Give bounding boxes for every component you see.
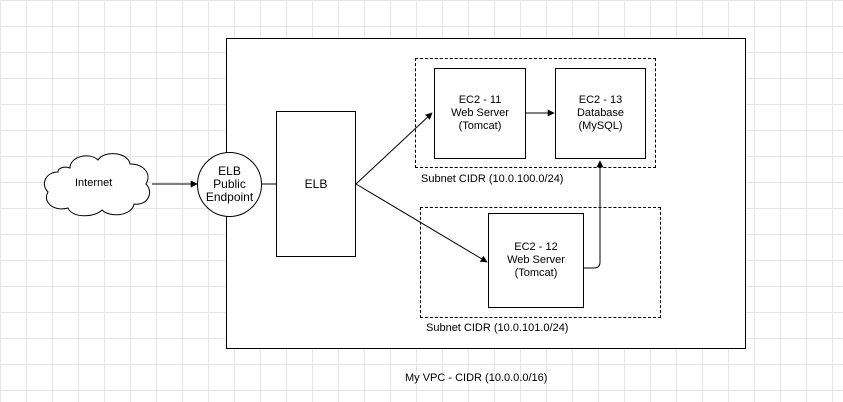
elb-endpoint-line3: Endpoint (205, 190, 254, 204)
ec2-12-line3: (Tomcat) (514, 267, 558, 279)
subnet-101-label: Subnet CIDR (10.0.101.0/24) (426, 322, 569, 334)
elb-label: ELB (304, 176, 328, 191)
ec2-11-line3: (Tomcat) (458, 120, 502, 132)
ec2-12-line2: Web Server (507, 254, 565, 266)
ec2-13-line2: Database (576, 107, 625, 119)
elb-box: ELB (276, 111, 356, 257)
ec2-13-node: EC2 - 13 Database (MySQL) (555, 68, 646, 159)
arrow-elb-to-ec2-11 (355, 112, 433, 185)
internet-cloud-icon (43, 153, 150, 217)
ec2-11-line2: Web Server (451, 107, 509, 119)
ec2-13-line3: (MySQL) (578, 120, 623, 132)
subnet-101-boundary (420, 207, 661, 318)
ec2-11-line1: EC2 - 11 (458, 94, 502, 106)
internet-label: Internet (75, 177, 113, 189)
arrow-ec2-12-to-ec2-13 (583, 160, 604, 269)
elb-endpoint-line2: Public (213, 177, 246, 191)
ec2-12-line1: EC2 - 12 (514, 241, 558, 253)
vpc-label: My VPC - CIDR (10.0.0.0/16) (405, 372, 548, 384)
ec2-12-node: EC2 - 12 Web Server (Tomcat) (488, 213, 584, 308)
ec2-13-line1: EC2 - 13 (578, 94, 623, 106)
arrow-elb-to-ec2-12 (355, 183, 488, 263)
subnet-100-label: Subnet CIDR (10.0.100.0/24) (421, 173, 564, 185)
elb-endpoint-line1: ELB (218, 164, 241, 178)
subnet-100-boundary (415, 58, 656, 168)
ec2-11-node: EC2 - 11 Web Server (Tomcat) (434, 68, 526, 159)
elb-public-endpoint: ELB Public Endpoint (197, 152, 262, 217)
